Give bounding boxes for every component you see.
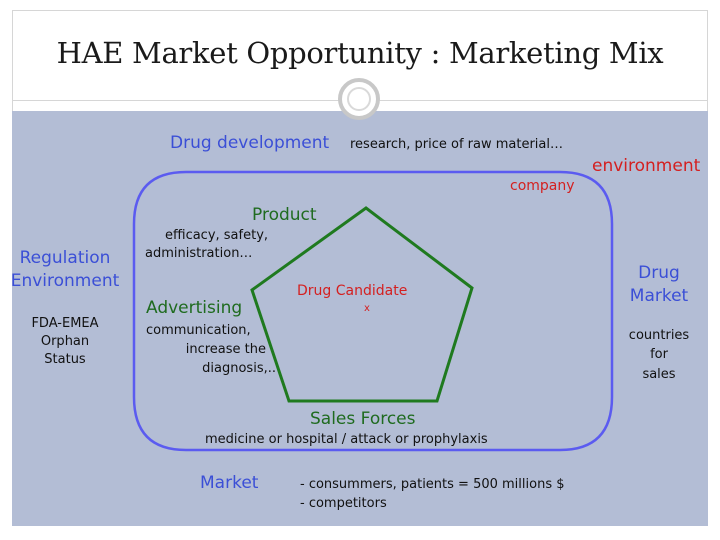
regulation-label-line-2: Environment [10,271,120,291]
research-label: research, price of raw material… [350,137,563,152]
sales-forces-label: Sales Forces [310,409,416,429]
advertising-desc-line-3: diagnosis,.. [202,361,276,376]
drug-candidate-mark: x [364,303,370,314]
countries-label-line-3: sales [642,367,676,382]
drug-market-label-line-2: Market [629,286,689,306]
countries-label-line-2: for [650,347,668,362]
countries-label-line-1: countries [628,328,690,343]
drug-candidate-label: Drug Candidate [297,283,408,299]
advertising-desc-line-1: communication, [146,323,251,338]
slide-title: HAE Market Opportunity : Marketing Mix [56,36,664,70]
decorative-ring-icon [338,78,380,120]
market-label: Market [200,473,259,493]
product-label: Product [252,205,317,225]
sales-desc-label: medicine or hospital / attack or prophyl… [205,432,488,447]
drug-market-label-line-1: Drug [638,263,680,283]
fda-label-line-2: Orphan [40,334,90,349]
advertising-label: Advertising [146,298,243,318]
advertising-desc-line-2: increase the [185,342,266,357]
fda-label-line-3: Status [44,352,86,367]
environment-label: environment [592,156,701,176]
market-desc-line-2: - competitors [300,496,387,511]
product-desc-line-2: administration… [145,246,253,261]
regulation-label-line-1: Regulation [19,248,111,268]
company-label: company [510,178,575,194]
drug-candidate-pentagon [250,206,474,403]
product-desc-line-1: efficacy, safety, [165,228,269,243]
fda-label-line-1: FDA-EMEA [31,316,99,331]
decorative-ring-inner [347,87,371,111]
drug-development-label: Drug development [170,133,330,153]
rounded-market-boundary [132,170,614,452]
market-desc-line-1: - consummers, patients = 500 millions $ [300,477,565,492]
